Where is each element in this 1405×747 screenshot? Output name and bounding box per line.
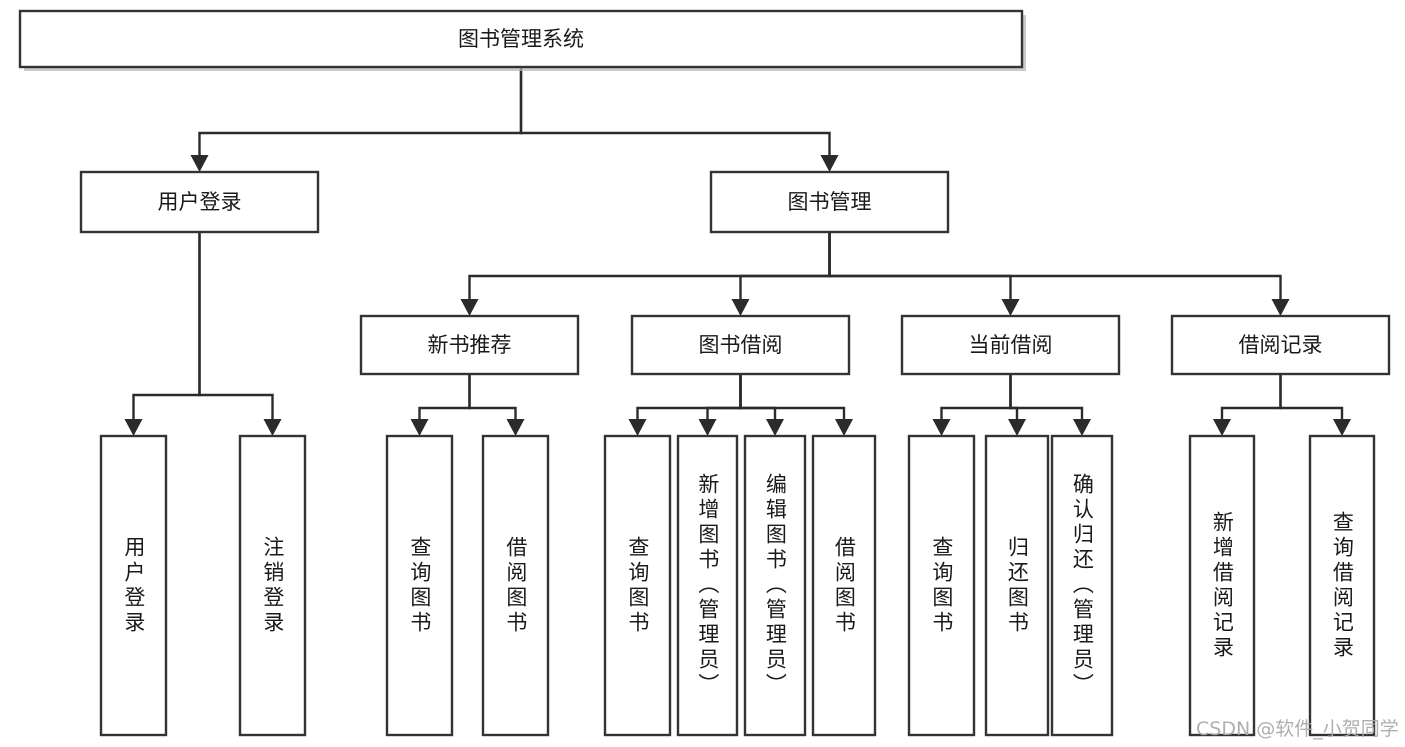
connector-line [706,374,742,419]
arrow-head-icon [1213,419,1231,436]
connector-line [519,67,831,155]
node-box-leaf-add-record[interactable] [1188,434,1256,737]
arrow-head-icon [1001,299,1020,316]
arrow-head-icon [1008,419,1026,436]
arrow-head-icon [628,419,647,436]
connector-edge-root-book-manage [519,67,839,172]
connector-line [739,232,831,299]
connector-edge-root-user-login [190,67,523,172]
connector-line [1220,374,1282,419]
arrow-head-icon [124,419,143,436]
arrow-head-icon [1333,419,1351,436]
arrow-head-icon [190,155,209,172]
connector-line [828,232,1282,299]
node-box-borrow-record[interactable] [1170,314,1391,376]
connector-edge-bb-edit-book [739,374,784,436]
connector-edge-bm-new-book [460,232,831,316]
arrow-head-icon [410,419,429,436]
connector-line [418,374,471,419]
node-box-leaf-query-book-3[interactable] [907,434,976,737]
arrow-head-icon [835,419,853,436]
connector-edge-cb-confirm-return [1009,374,1091,436]
node-box-leaf-user-login[interactable] [99,434,168,737]
node-label-book-manage: 图书管理 [788,190,872,214]
arrow-head-icon [460,299,479,316]
node-box-book-manage[interactable] [709,170,950,234]
arrow-head-icon [698,419,717,436]
node-label-root: 图书管理系统 [458,27,584,51]
node-box-new-book-recommend[interactable] [359,314,580,376]
node-box-root[interactable] [18,9,1024,69]
node-box-current-borrow[interactable] [900,314,1121,376]
connector-edge-bb-borrow-2 [739,374,853,436]
node-label-borrow-record: 借阅记录 [1239,333,1323,357]
node-label-current-borrow: 当前借阅 [969,333,1053,357]
connector-line [1279,374,1344,419]
connector-line [940,374,1012,419]
connector-line [132,232,201,419]
node-box-leaf-borrow-book-1[interactable] [481,434,550,737]
connector-edge-bb-add-book [698,374,742,436]
node-box-leaf-query-record[interactable] [1308,434,1376,737]
connector-edge-bb-query-2 [628,374,742,436]
arrow-head-icon [506,419,525,436]
connectors-layer [124,67,1351,436]
connector-edge-cb-query-3 [932,374,1012,436]
arrow-head-icon [1073,419,1091,436]
node-label-book-borrow: 图书借阅 [699,333,783,357]
node-box-leaf-confirm-return[interactable] [1050,434,1114,737]
connector-line [198,67,523,155]
connector-line [198,232,274,419]
node-box-leaf-query-book-2[interactable] [603,434,672,737]
csdn-watermark: CSDN @软件_小贺同学 [1196,718,1399,740]
arrow-head-icon [263,419,282,436]
arrow-head-icon [932,419,951,436]
connector-line [1009,374,1084,419]
node-box-leaf-query-book-1[interactable] [385,434,454,737]
node-label-new-book-recommend: 新书推荐 [428,333,512,357]
arrow-head-icon [731,299,750,316]
node-box-leaf-borrow-book-2[interactable] [811,434,877,737]
connector-edge-bm-book-borrow [731,232,831,316]
node-box-leaf-edit-book[interactable] [743,434,807,737]
connector-edge-bm-current-borrow [828,232,1020,316]
connector-line [468,232,831,299]
connector-line [739,374,846,419]
connector-line [739,374,777,419]
node-label-user-login: 用户登录 [158,190,242,214]
node-box-leaf-add-book[interactable] [676,434,739,737]
arrow-head-icon [1271,299,1290,316]
node-boxes-layer [18,9,1391,737]
arrow-head-icon [766,419,784,436]
node-box-user-login[interactable] [79,170,320,234]
node-box-book-borrow[interactable] [630,314,851,376]
connector-line [636,374,742,419]
node-box-leaf-return-book[interactable] [984,434,1050,737]
connector-edge-br-query-record [1279,374,1351,436]
connector-edge-nbr-query-1 [410,374,471,436]
node-box-leaf-logout-login[interactable] [238,434,307,737]
arrow-head-icon [820,155,839,172]
connector-edge-br-add-record [1213,374,1282,436]
connector-line [468,374,517,419]
connector-edge-ul-leaf-user-login [124,232,201,436]
connector-line [828,232,1012,299]
connector-edge-ul-leaf-logout [198,232,282,436]
connector-edge-nbr-borrow-1 [468,374,525,436]
connector-edge-bm-borrow-record [828,232,1290,316]
